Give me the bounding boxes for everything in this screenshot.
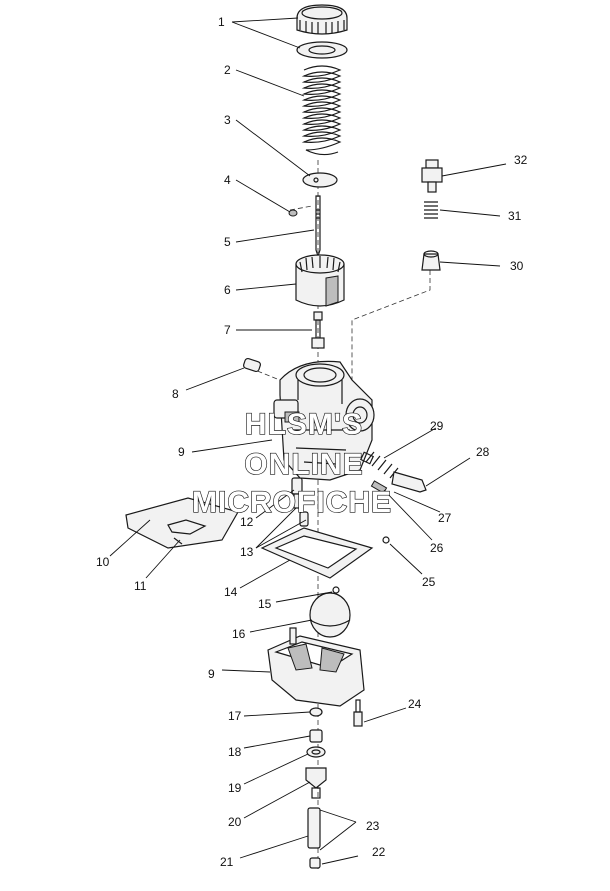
callout-25: 25 <box>422 575 436 589</box>
callout-29: 29 <box>430 419 444 433</box>
part-fitting <box>421 159 443 271</box>
callout-12: 12 <box>240 515 254 529</box>
part-float-bowl <box>267 627 365 707</box>
callout-21: 21 <box>220 855 234 869</box>
part-idle-screw <box>359 451 427 544</box>
part-float <box>309 592 351 638</box>
callout-17: 17 <box>228 709 242 723</box>
part-cap <box>296 4 348 59</box>
callout-13: 13 <box>240 545 254 559</box>
callout-1: 1 <box>218 15 225 29</box>
part-spring <box>301 65 342 156</box>
callout-23: 23 <box>366 819 380 833</box>
callout-10: 10 <box>96 555 110 569</box>
part-screw <box>353 699 363 727</box>
callout-16: 16 <box>232 627 246 641</box>
part-stop-screw <box>311 311 325 349</box>
callout-7: 7 <box>224 323 231 337</box>
callout-14: 14 <box>224 585 238 599</box>
alignment-guides <box>249 160 431 870</box>
callout-32: 32 <box>514 153 528 167</box>
part-carb-body <box>273 360 375 481</box>
callout-11: 11 <box>134 579 147 593</box>
part-bowl-gasket <box>260 527 374 579</box>
part-pin <box>332 586 340 594</box>
callout-20: 20 <box>228 815 242 829</box>
part-plug <box>243 357 261 373</box>
callout-22: 22 <box>372 845 386 859</box>
callout-9-upper: 9 <box>178 445 185 459</box>
callout-8: 8 <box>172 387 179 401</box>
watermark-line-1: HLSM'S <box>245 408 363 441</box>
callout-18: 18 <box>228 745 242 759</box>
part-clip <box>288 209 298 217</box>
part-filter-sheet <box>125 497 239 549</box>
callout-19: 19 <box>228 781 242 795</box>
callout-15: 15 <box>258 597 272 611</box>
callout-31: 31 <box>508 209 522 223</box>
callout-labels: 1 2 3 4 5 6 7 8 9 10 11 12 13 14 15 16 9… <box>96 15 528 869</box>
callout-5: 5 <box>224 235 231 249</box>
watermark-line-2: ONLINE <box>244 448 363 481</box>
part-throttle-slide <box>295 254 345 307</box>
callout-6: 6 <box>224 283 231 297</box>
part-drain-assembly <box>305 707 327 869</box>
callout-9-lower: 9 <box>208 667 215 681</box>
part-retainer <box>302 172 338 188</box>
leader-lines <box>109 17 507 865</box>
callout-30: 30 <box>510 259 524 273</box>
callout-4: 4 <box>224 173 231 187</box>
callout-27: 27 <box>438 511 452 525</box>
callout-26: 26 <box>430 541 444 555</box>
part-needle <box>315 195 321 258</box>
callout-24: 24 <box>408 697 422 711</box>
callout-2: 2 <box>224 63 231 77</box>
callout-28: 28 <box>476 445 490 459</box>
callout-3: 3 <box>224 113 231 127</box>
watermark: HLSM'S ONLINE MICROFICHE <box>191 407 392 519</box>
watermark-line-3: MICROFICHE <box>192 486 392 519</box>
